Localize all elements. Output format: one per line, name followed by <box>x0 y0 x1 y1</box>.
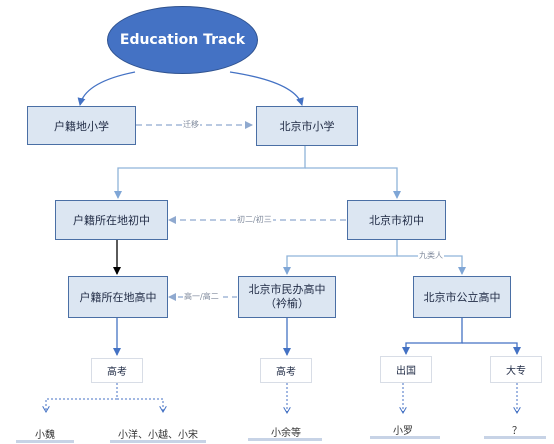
edge-label-senior-grades: 高一/高二 <box>183 292 220 302</box>
node-hukou-junior: 户籍所在地初中 <box>55 200 168 240</box>
edge-label-nine-people: 九类人 <box>418 251 444 261</box>
outcome-underline <box>16 440 74 443</box>
outcome-underline <box>484 436 546 439</box>
outcome-unknown: ？ <box>512 426 522 437</box>
node-beijing-private-senior: 北京市民办高中 （衿榆） <box>238 276 336 318</box>
node-gaokao-mid: 高考 <box>260 358 312 383</box>
node-hukou-senior: 户籍所在地高中 <box>68 276 168 318</box>
edge-public-senior-to-college <box>462 342 521 355</box>
node-gaokao-left: 高考 <box>91 358 143 383</box>
edge-title-to-beijing-primary <box>229 71 304 106</box>
node-beijing-private-senior-line2: （衿榆） <box>265 297 309 310</box>
outcome-underline <box>370 436 440 439</box>
node-beijing-primary: 北京市小学 <box>256 106 358 146</box>
outcome-xiaowei: 小魏 <box>35 430 55 441</box>
edge-label-transfer: 迁移 <box>182 120 200 130</box>
edge-gaokao-left-outcomes <box>46 383 118 412</box>
node-beijing-junior: 北京市初中 <box>347 200 446 240</box>
node-abroad: 出国 <box>380 356 432 383</box>
outcome-xiaoyang-group: 小洋、小越、小宋 <box>118 430 198 441</box>
node-beijing-public-senior: 北京市公立高中 <box>413 276 511 318</box>
node-beijing-private-senior-line1: 北京市民办高中 <box>248 283 326 296</box>
edge-primary-to-hukou-junior <box>114 146 306 199</box>
outcome-xiaoyu-etc: 小余等 <box>271 428 301 439</box>
edge-title-to-hukou-primary <box>77 71 136 106</box>
outcome-underline <box>110 440 206 443</box>
edge-public-senior-to-abroad <box>402 318 463 355</box>
edge-gaokao-left-outcomes-2 <box>117 398 163 412</box>
outcome-xiaoluo: 小罗 <box>393 426 413 437</box>
node-college: 大专 <box>490 356 542 383</box>
diagram-title: Education Track <box>107 6 258 74</box>
edge-label-junior-grades: 初二/初三 <box>236 215 273 225</box>
outcome-underline <box>248 438 322 441</box>
node-hukou-primary: 户籍地小学 <box>27 106 136 145</box>
edge-junior-to-private-senior <box>283 240 398 275</box>
edge-primary-to-beijing-junior <box>305 167 401 199</box>
